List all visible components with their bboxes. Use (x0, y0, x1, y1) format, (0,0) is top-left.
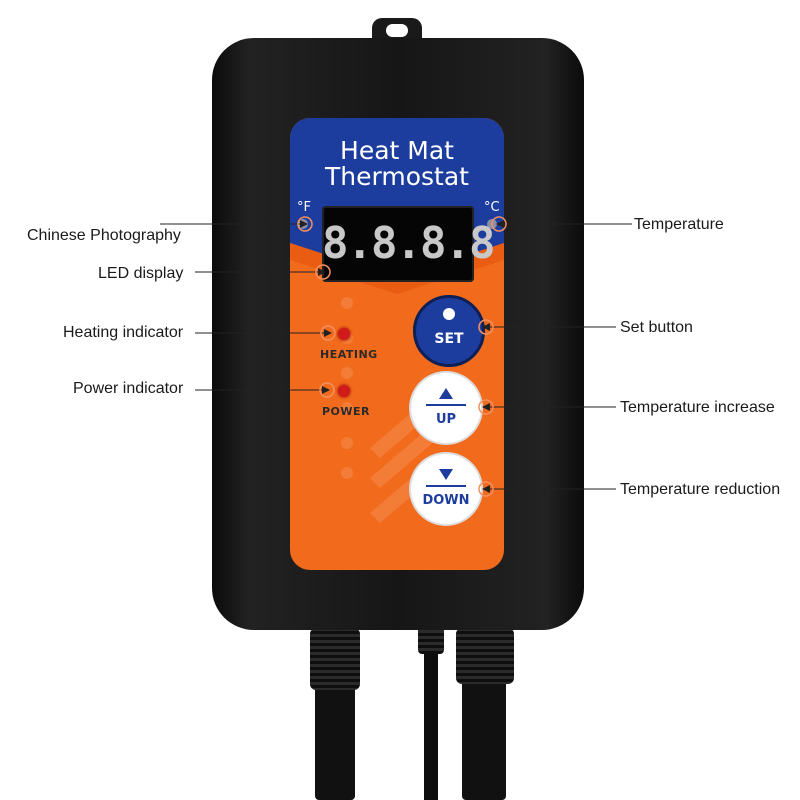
set-button-label: SET (434, 331, 464, 347)
unit-fahrenheit-label: °F (297, 200, 311, 215)
title-line-1: Heat Mat (340, 136, 454, 165)
power-indicator-led (338, 385, 350, 397)
led-display-digits: 8.8.8.8 (322, 218, 495, 269)
hang-hole (386, 24, 408, 37)
heating-indicator-led (338, 328, 350, 340)
callout-temperature-reduction: Temperature reduction (620, 481, 781, 498)
up-divider (426, 404, 466, 406)
up-button[interactable]: UP (411, 373, 481, 443)
callout-chinese-photography: Chinese Photography (27, 227, 181, 244)
set-dot-icon (443, 308, 455, 320)
up-button-label: UP (435, 412, 457, 427)
set-button[interactable]: SET (413, 295, 485, 367)
unit-celsius-label: °C (484, 200, 500, 215)
power-indicator-label: POWER (322, 405, 371, 418)
callout-power-indicator: Power indicator (73, 380, 184, 397)
cable-middle (424, 620, 438, 800)
led-display: 8.8.8.8 (322, 206, 495, 282)
callout-temperature: Temperature (634, 216, 724, 233)
callout-temperature-increase: Temperature increase (620, 399, 775, 416)
cable-right-plug (456, 628, 514, 684)
fahrenheit-indicator-led (298, 219, 308, 229)
callout-heating-indicator: Heating indicator (63, 324, 184, 341)
down-arrow-icon (439, 469, 453, 480)
cable-left-plug (310, 628, 360, 690)
heating-indicator-label: HEATING (320, 348, 378, 361)
title-line-2: Thermostat (325, 162, 469, 191)
down-button[interactable]: DOWN (411, 454, 481, 524)
callout-set-button: Set button (620, 319, 693, 336)
down-divider (426, 485, 466, 487)
up-arrow-icon (439, 388, 453, 399)
callout-led-display: LED display (98, 265, 184, 282)
down-button-label: DOWN (422, 493, 470, 508)
